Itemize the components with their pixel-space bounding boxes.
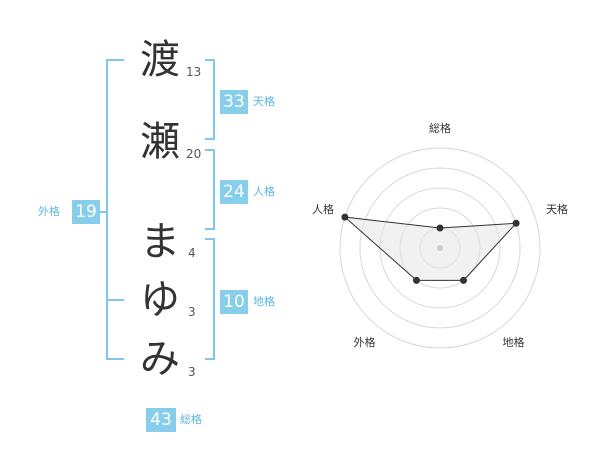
- name-char-4: ゆ: [140, 277, 180, 323]
- gaikaku-bracket-vertical: [106, 59, 108, 360]
- name-char-4-strokes: 3: [188, 305, 196, 319]
- name-char-5: み: [140, 336, 180, 382]
- gaikaku-bracket-top: [106, 59, 124, 61]
- chikaku-value: 10: [220, 290, 248, 314]
- radar-point-1: [436, 224, 444, 232]
- name-char-3-strokes: 4: [188, 246, 196, 260]
- radar-point-3: [460, 276, 468, 284]
- tenkaku-bracket-bottom: [205, 138, 215, 140]
- radar-center: [437, 245, 443, 251]
- radar-axis-label-5: 人格: [312, 203, 335, 217]
- jinkaku-value: 24: [220, 180, 248, 204]
- radar-point-4: [412, 276, 420, 284]
- radar-axis-label-3: 地格: [502, 336, 525, 350]
- radar-point-5: [341, 213, 349, 221]
- jinkaku-bracket-vertical: [213, 149, 215, 230]
- radar-ring-5: [339, 147, 541, 349]
- name-char-2: 瀬: [140, 119, 180, 165]
- name-char-2-strokes: 20: [186, 147, 202, 161]
- name-char-1: 渡: [140, 37, 180, 83]
- soukaku-label: 総格: [180, 413, 202, 426]
- radar-chart: [339, 147, 541, 349]
- name-char-5-strokes: 3: [188, 365, 196, 379]
- jinkaku-bracket-bottom: [205, 228, 215, 230]
- jinkaku-label: 人格: [253, 185, 275, 198]
- chikaku-label: 地格: [253, 295, 275, 308]
- gaikaku-value: 19: [72, 200, 100, 224]
- tenkaku-value: 33: [220, 90, 248, 114]
- chikaku-bracket-top: [205, 238, 215, 240]
- soukaku-value: 43: [146, 408, 176, 432]
- radar-axis-label-4: 外格: [353, 336, 376, 350]
- name-char-1-strokes: 13: [186, 65, 202, 79]
- tenkaku-bracket-vertical: [213, 59, 215, 140]
- name-char-3: ま: [140, 219, 180, 265]
- chikaku-bracket-vertical: [213, 238, 215, 360]
- radar-polygon: [343, 216, 518, 281]
- gaikaku-label: 外格: [38, 205, 60, 218]
- radar-ring-4: [359, 167, 521, 329]
- chikaku-bracket-bottom: [205, 358, 215, 360]
- gaikaku-connector: [98, 211, 107, 213]
- radar-axis-label-1: 総格: [429, 122, 451, 135]
- radar-axis-label-2: 天格: [545, 203, 568, 217]
- radar-point-2: [512, 219, 520, 227]
- jinkaku-bracket-top: [205, 149, 215, 151]
- tenkaku-bracket-top: [205, 59, 215, 61]
- tenkaku-label: 天格: [253, 95, 275, 108]
- gaikaku-bracket-mid: [106, 299, 124, 301]
- gaikaku-bracket-bottom: [106, 358, 124, 360]
